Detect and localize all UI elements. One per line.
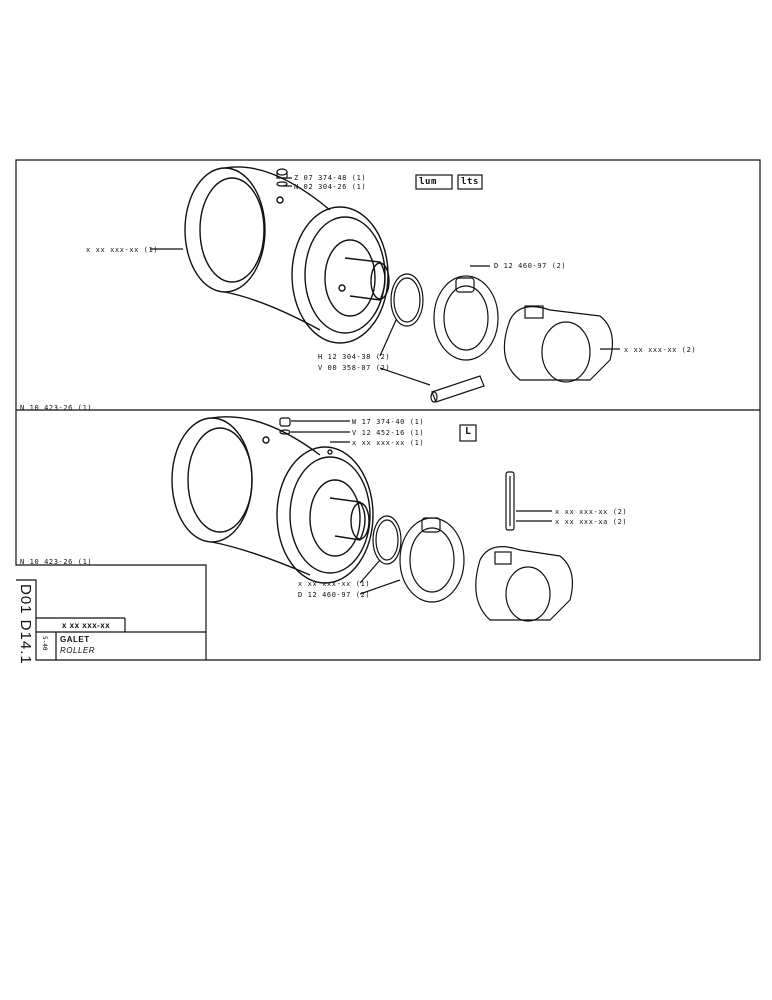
label-d12-top: D 12 460-97 (2) (494, 262, 567, 270)
label-xx-right: x xx xxx-xx (2) (624, 346, 697, 354)
bottom-collar (475, 546, 573, 622)
model-mark-lts-text: lts (461, 177, 480, 187)
label-d12-bottom: D 12 460-97 (2) (298, 591, 371, 599)
section-code: D01 D14.1 (17, 584, 34, 665)
label-v12: V 12 452-16 (1) (352, 429, 425, 437)
model-mark-bottom-text: L (465, 426, 472, 437)
model-mark-lum-text: lum (419, 177, 438, 187)
top-seal-ring (433, 275, 499, 361)
top-oring (390, 273, 424, 327)
bottom-roller-body (171, 416, 374, 584)
label-n02: N 02 304-26 (1) (294, 183, 367, 191)
model-mark-lts (457, 174, 483, 190)
model-mark-bottom (459, 424, 477, 442)
label-w17: W 17 374-40 (1) (352, 418, 425, 426)
label-xx-ring: x xx xxx-xx (1) (298, 580, 371, 588)
title-frame (16, 579, 206, 661)
label-xx-left: x xx xxx-xx (1) (86, 246, 159, 254)
label-h12: H 12 304-38 (2) (318, 353, 391, 361)
bottom-screw (279, 417, 291, 435)
top-screw (276, 168, 288, 187)
bottom-seal-ring (399, 517, 465, 603)
bottom-pin (505, 471, 515, 531)
bottom-oring (372, 515, 402, 565)
name-en: ROLLER (60, 646, 96, 655)
label-xx-pin2: x xx xxx-xa (2) (555, 518, 628, 526)
label-z07: Z 07 374-48 (1) (294, 174, 367, 182)
part-code: x xx xxx-xx (62, 621, 111, 630)
label-xx-top: x xx xxx-xx (1) (352, 439, 425, 447)
label-v00: V 00 358-07 (2) (318, 364, 391, 372)
page-ref: 5-40 (41, 636, 48, 651)
ref-bottom: N 10 423-26 (1) (20, 558, 93, 566)
top-pin (430, 375, 485, 403)
top-roller-body (184, 166, 390, 344)
label-xx-pin1: x xx xxx-xx (2) (555, 508, 628, 516)
model-mark-lum (415, 174, 453, 190)
ref-top: N 10 423-26 (1) (20, 404, 93, 412)
name-fr: GALET (60, 635, 90, 644)
top-collar (503, 305, 613, 383)
